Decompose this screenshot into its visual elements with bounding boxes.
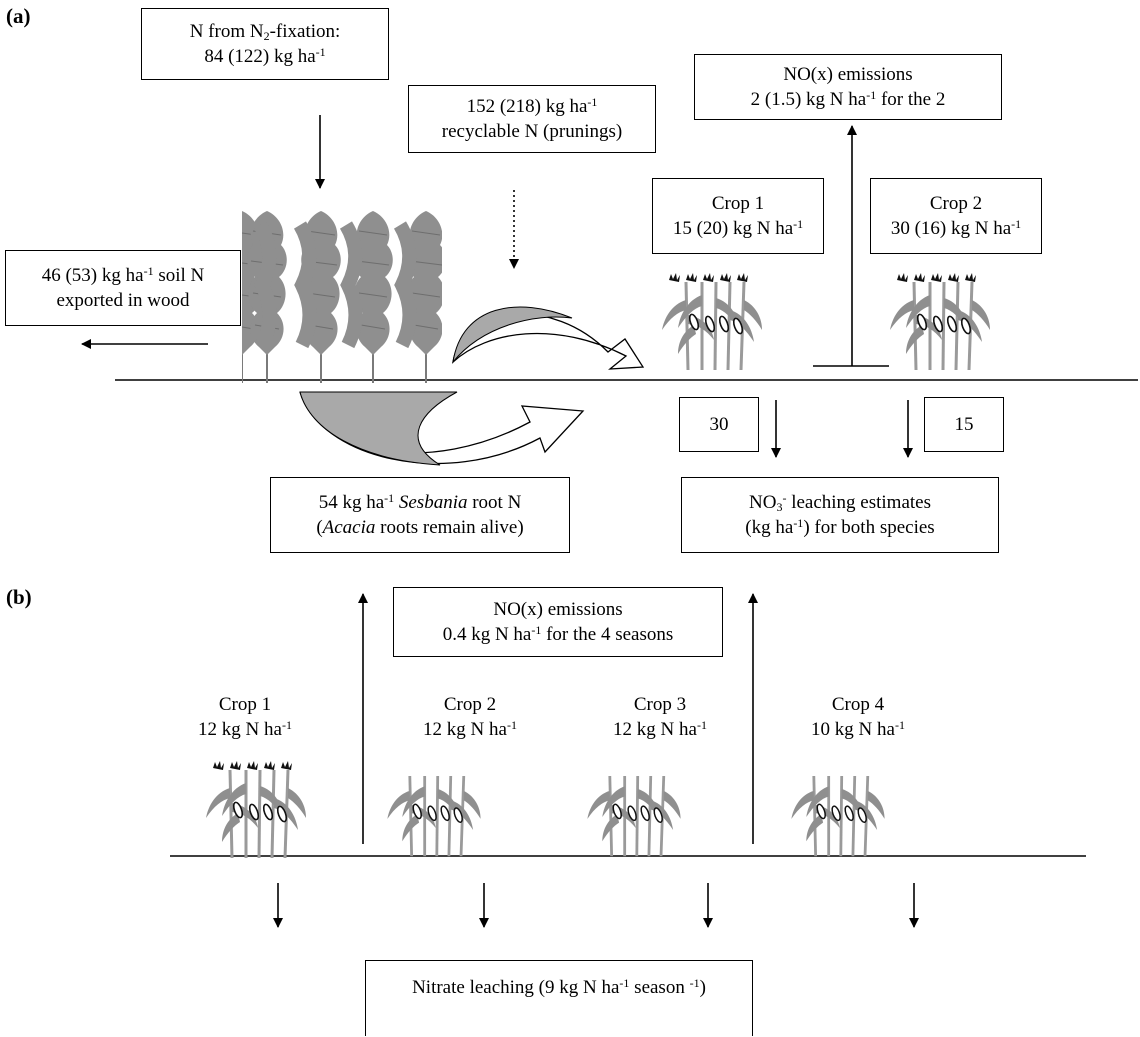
maize-b-crop1-icon	[204, 759, 308, 858]
crop3-label-b: Crop 3 12 kg N ha-1	[613, 694, 707, 740]
maize-crop2-icon	[888, 271, 992, 372]
crop2-box-a: Crop 2 30 (16) kg N ha-1	[870, 178, 1042, 254]
recyclable-n-box: 152 (218) kg ha-1 recyclable N (prunings…	[408, 85, 656, 153]
tree-fallow-icon	[242, 210, 442, 384]
leach-crop2-value-box: 15	[924, 397, 1004, 452]
nox-emissions-box-b: NO(x) emissions 0.4 kg N ha-1 for the 4 …	[393, 587, 723, 657]
panel-b-label: (b)	[6, 585, 32, 609]
n-fixation-box: N from N2-fixation: 84 (122) kg ha-1	[141, 8, 389, 80]
maize-crop1-icon	[660, 271, 764, 372]
arrow-nox-a	[813, 125, 889, 367]
nitrate-leaching-box: Nitrate leaching (9 kg N ha-1 season -1)	[365, 960, 753, 1036]
nox-emissions-box-a: NO(x) emissions 2 (1.5) kg N ha-1 for th…	[694, 54, 1002, 120]
leach-crop1-value-box: 30	[679, 397, 759, 452]
arrow-prunings-to-crops	[452, 306, 645, 370]
crop4-label-b: Crop 4 10 kg N ha-1	[811, 694, 905, 740]
panel-a-label: (a)	[6, 4, 31, 28]
maize-b-crop2-icon	[386, 776, 482, 858]
root-n-box: 54 kg ha-1 Sesbania root N (Acacia roots…	[270, 477, 570, 553]
arrow-roots-curve	[299, 391, 585, 466]
maize-b-crop4-icon	[790, 776, 886, 858]
leaching-estimates-box: NO3- leaching estimates (kg ha-1) for bo…	[681, 477, 999, 553]
crop2-label-b: Crop 2 12 kg N ha-1	[423, 694, 517, 740]
crop1-box-a: Crop 1 15 (20) kg N ha-1	[652, 178, 824, 254]
maize-b-crop3-icon	[586, 776, 682, 858]
wood-export-box: 46 (53) kg ha-1 soil N exported in wood	[5, 250, 241, 326]
crop1-label-b: Crop 1 12 kg N ha-1	[198, 694, 292, 740]
